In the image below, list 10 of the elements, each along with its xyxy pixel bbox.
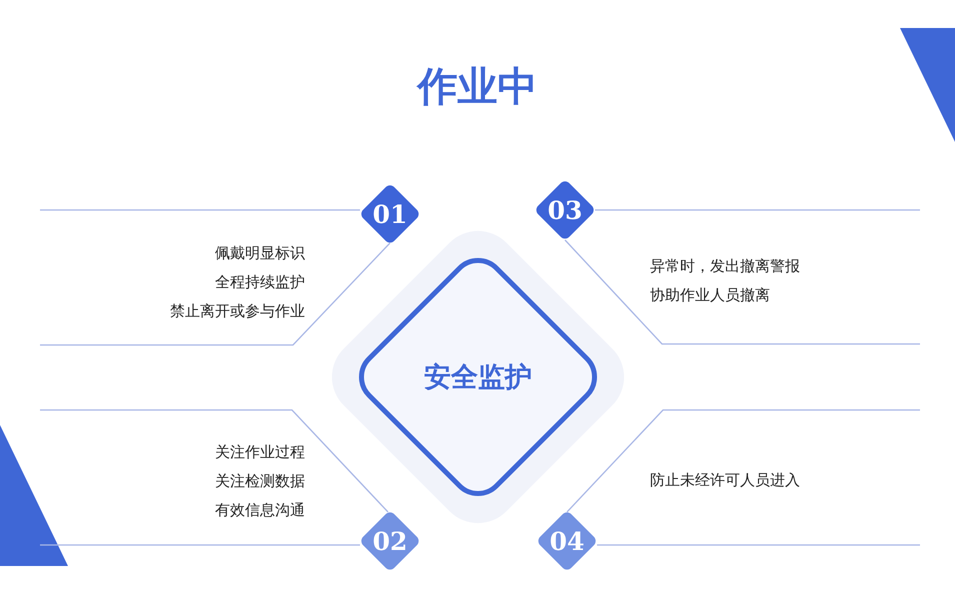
list-text: 关注检测数据 (215, 472, 305, 490)
title: 作业中 (416, 62, 538, 112)
list-text: 全程持续监护 (215, 273, 305, 291)
list-text: 关注作业过程 (215, 443, 305, 461)
list-text: 有效信息沟通 (215, 501, 305, 519)
list-text: 防止未经许可人员进入 (650, 471, 800, 489)
list-text: 佩戴明显标识 (215, 244, 305, 262)
list-text: 协助作业人员撤离 (650, 286, 770, 304)
list-text: 禁止离开或参与作业 (170, 302, 305, 320)
list-text: 异常时，发出撤离警报 (650, 257, 800, 275)
